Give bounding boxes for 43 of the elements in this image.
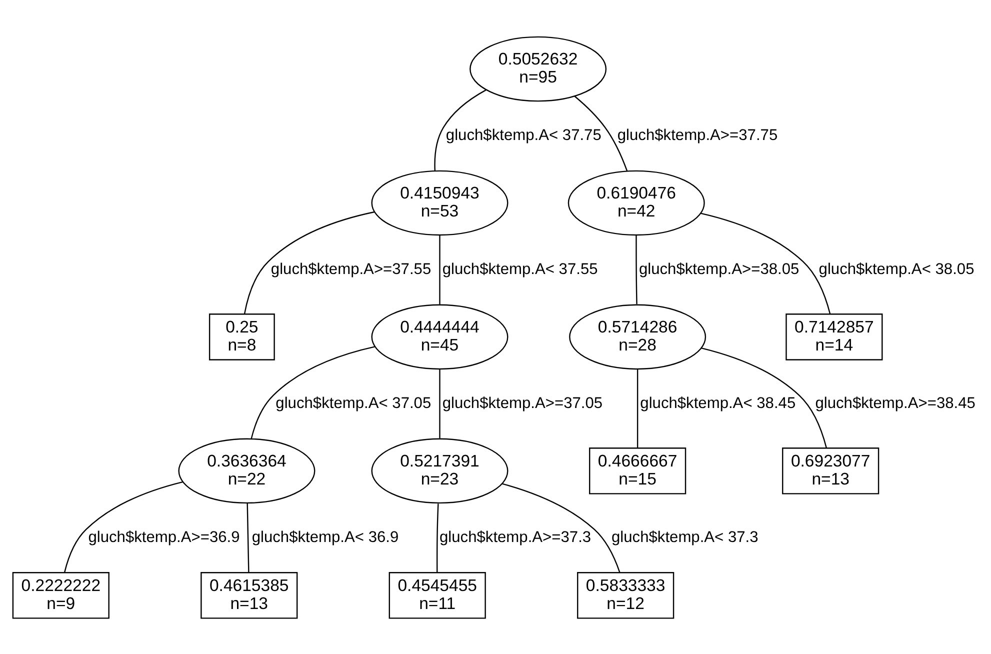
node-ellipse: 0.3636364 n=22 xyxy=(178,438,316,504)
connector xyxy=(636,234,638,304)
node-box: 0.7142857 n=14 xyxy=(786,313,883,360)
node-box: 0.25 n=8 xyxy=(208,313,275,360)
edge-label: gluch$ktemp.A< 37.55 xyxy=(442,260,598,278)
edge-label: gluch$ktemp.A>=37.05 xyxy=(442,394,603,412)
node-ellipse: 0.5714286 n=28 xyxy=(569,304,706,370)
connector xyxy=(250,346,375,438)
connector xyxy=(701,346,827,448)
connector xyxy=(244,210,374,314)
connector xyxy=(636,368,638,448)
connector xyxy=(439,234,440,304)
node-box: 0.4666667 n=15 xyxy=(589,447,686,494)
edge-label: gluch$ktemp.A< 37.05 xyxy=(276,394,432,412)
connector xyxy=(439,368,440,438)
node-ellipse: 0.5052632 n=95 xyxy=(470,36,607,102)
node-ellipse: 0.6190476 n=42 xyxy=(568,170,705,236)
node-ellipse: 0.5217391 n=23 xyxy=(371,438,508,504)
connector xyxy=(246,502,250,572)
node-ellipse: 0.4150943 n=53 xyxy=(371,170,508,236)
connector xyxy=(574,95,628,171)
node-ellipse: 0.4444444 n=45 xyxy=(371,304,508,370)
node-box: 0.2222222 n=9 xyxy=(12,572,110,618)
edge-label: gluch$ktemp.A>=36.9 xyxy=(88,528,240,546)
connector xyxy=(502,482,620,572)
node-box: 0.5833333 n=12 xyxy=(577,572,674,618)
connector xyxy=(700,212,831,314)
node-box: 0.4545455 n=11 xyxy=(388,572,486,618)
edge-label: gluch$ktemp.A>=38.05 xyxy=(638,260,800,278)
connector xyxy=(64,480,183,572)
edge-label: gluch$ktemp.A< 38.45 xyxy=(640,394,796,412)
edge-label: gluch$ktemp.A< 37.3 xyxy=(612,528,758,546)
edge-label: gluch$ktemp.A>=37.3 xyxy=(440,528,592,546)
edge-label: gluch$ktemp.A< 38.05 xyxy=(818,260,974,278)
edge-label: gluch$ktemp.A< 37.75 xyxy=(446,126,602,144)
edge-label: gluch$ktemp.A< 36.9 xyxy=(252,528,399,546)
edge-label: gluch$ktemp.A>=37.75 xyxy=(617,126,778,144)
edge-label: gluch$ktemp.A>=38.45 xyxy=(815,394,976,412)
node-box: 0.6923077 n=13 xyxy=(782,447,880,494)
connector xyxy=(434,89,486,170)
connector xyxy=(436,503,439,572)
node-box: 0.4615385 n=13 xyxy=(200,572,298,618)
edge-label: gluch$ktemp.A>=37.55 xyxy=(270,260,432,278)
